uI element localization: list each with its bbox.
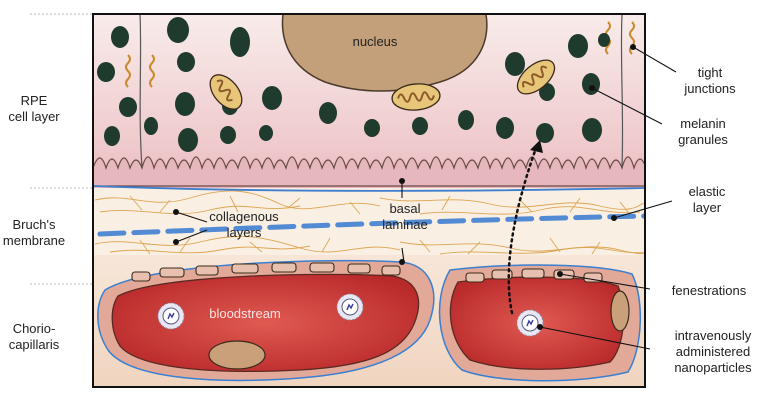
- label-collagenous-layers: collagenous layers: [202, 209, 286, 241]
- label-nucleus: nucleus: [335, 34, 415, 50]
- label-basal-laminae: basal laminae: [370, 201, 440, 233]
- label-choriocapillaris: Chorio- capillaris: [0, 321, 68, 353]
- label-rpe-cell-layer: RPE cell layer: [0, 93, 68, 125]
- label-nanoparticles: intravenously administered nanoparticles: [654, 328, 772, 376]
- label-tight-junctions: tight junctions: [670, 65, 750, 97]
- label-fenestrations: fenestrations: [654, 283, 764, 299]
- label-melanin-granules: melanin granules: [660, 116, 746, 148]
- label-bloodstream: bloodstream: [195, 306, 295, 322]
- label-elastic-layer: elastic layer: [672, 184, 742, 216]
- label-bruchs-membrane: Bruch's membrane: [0, 217, 68, 249]
